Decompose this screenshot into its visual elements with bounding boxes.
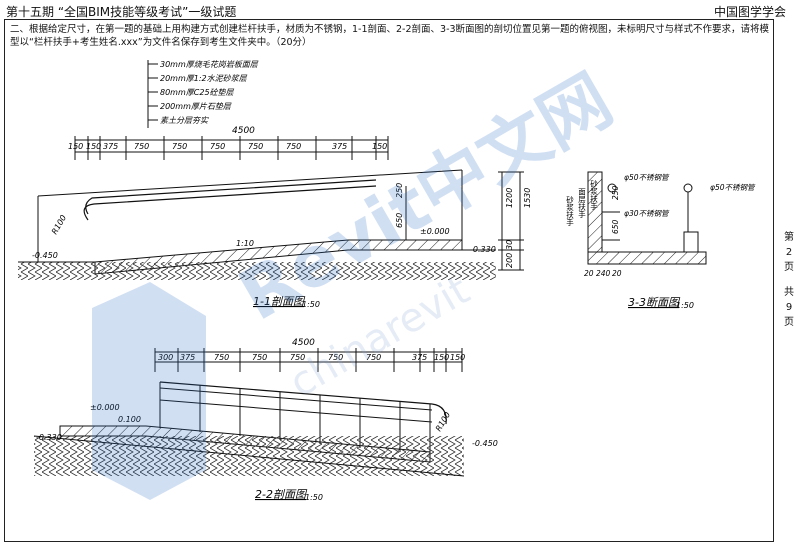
dimension-label: 150 xyxy=(450,353,465,362)
page-header: 第十五期 “全国BIM技能等级考试”一级试题 中国图学学会 xyxy=(0,0,800,22)
material-label: 砂浆扶手 xyxy=(565,195,574,228)
dimension-label: 750 xyxy=(134,142,149,151)
vertical-dimension: 650 xyxy=(395,213,404,228)
material-label: 砂浆扶手 xyxy=(589,179,598,212)
vertical-dimension: 250 xyxy=(611,185,620,200)
radius-label: R100 xyxy=(434,410,452,433)
exam-title: 第十五期 “全国BIM技能等级考试”一级试题 xyxy=(6,5,237,19)
section-1-1: 4500 150 150 375 750 750 750 750 750 375… xyxy=(18,126,532,309)
vertical-dimension: 1530 xyxy=(523,188,532,208)
dimension-label: 750 xyxy=(286,142,301,151)
horizontal-dimension: 240 xyxy=(596,269,611,278)
dimension-label: 750 xyxy=(328,353,343,362)
layer-note: 素土分层夯实 xyxy=(160,116,209,125)
dimension-label: 750 xyxy=(248,142,263,151)
elevation-label: ±0.000 xyxy=(420,227,450,236)
pipe-label: φ50不锈钢管 xyxy=(624,173,670,182)
page-char: 2 xyxy=(785,247,793,258)
page-char: 页 xyxy=(784,317,794,328)
dimension-label: 150 xyxy=(434,353,449,362)
elevation-label: -0.450 xyxy=(32,251,58,260)
dimension-label: 375 xyxy=(332,142,347,151)
section-2-2: 4500 300 375 750 750 750 750 750 375 150… xyxy=(33,338,498,502)
dimension-label: 750 xyxy=(172,142,187,151)
dimension-label: 750 xyxy=(366,353,381,362)
layer-notes: 30mm厚烧毛花岗岩板面层 20mm厚1:2水泥砂浆层 80mm厚C25砼垫层 … xyxy=(147,60,259,128)
page-char: 共 xyxy=(784,287,794,298)
section-scale: 1:50 xyxy=(305,493,323,502)
section-title: 1-1剖面图 xyxy=(253,295,306,308)
page-char: 第 xyxy=(784,232,794,243)
layer-note: 200mm厚片石垫层 xyxy=(160,102,232,111)
total-dimension: 4500 xyxy=(232,126,255,136)
vertical-dimension: 650 xyxy=(611,219,620,234)
slope-label: 1:10 xyxy=(236,239,254,248)
page-char: 页 xyxy=(784,262,794,273)
vertical-dimension: 30 xyxy=(505,240,514,250)
section-scale: 1:50 xyxy=(676,301,694,310)
pipe-label: φ30不锈钢管 xyxy=(624,209,670,218)
vertical-dimension: 200 xyxy=(505,253,514,268)
elevation-label: ±0.000 xyxy=(90,403,120,412)
dimension-label: 375 xyxy=(412,353,427,362)
question-text: 二、根据给定尺寸，在第一题的基础上用构建方式创建栏杆扶手，材质为不锈钢，1-1剖… xyxy=(10,24,770,48)
elevation-label: -0.450 xyxy=(472,439,498,448)
radius-label: R100 xyxy=(50,213,68,236)
material-label: 面层扶手 xyxy=(577,188,586,220)
section-3-3: φ50不锈钢管 φ50不锈钢管 φ30不锈钢管 砂浆扶手 面层扶手 砂浆扶手 2… xyxy=(565,171,756,310)
organization-name: 中国图学学会 xyxy=(713,5,786,19)
dimension-label: 150 xyxy=(372,142,387,151)
section-title: 2-2剖面图 xyxy=(255,488,308,501)
dimension-label: 750 xyxy=(210,142,225,151)
layer-note: 80mm厚C25砼垫层 xyxy=(160,88,235,97)
dimension-label: 750 xyxy=(214,353,229,362)
vertical-dimension: 250 xyxy=(395,183,404,198)
page-info: 第 2 页 共 9 页 xyxy=(782,230,796,330)
dimension-label: 375 xyxy=(103,142,118,151)
elevation-label: -0.330 xyxy=(470,245,496,254)
dimension-label: 300 xyxy=(158,353,173,362)
layer-note: 20mm厚1:2水泥砂浆层 xyxy=(160,74,248,83)
horizontal-dimension: 20 xyxy=(584,269,594,278)
drawing-frame xyxy=(4,19,774,542)
horizontal-dimension: 20 xyxy=(612,269,622,278)
total-dimension: 4500 xyxy=(292,338,315,348)
layer-note: 30mm厚烧毛花岗岩板面层 xyxy=(160,60,259,69)
pipe-label: φ50不锈钢管 xyxy=(710,183,756,192)
section-title: 3-3断面图 xyxy=(628,296,681,309)
dimension-label: 375 xyxy=(180,353,195,362)
vertical-dimension: 1200 xyxy=(505,188,514,208)
dimension-label: 150 xyxy=(68,142,83,151)
elevation-label: 0.100 xyxy=(118,415,141,424)
page-char: 9 xyxy=(785,302,793,313)
dimension-label: 150 xyxy=(86,142,101,151)
dimension-label: 750 xyxy=(290,353,305,362)
dimension-label: 750 xyxy=(252,353,267,362)
section-scale: 1:50 xyxy=(302,300,320,309)
elevation-label: -0.330 xyxy=(36,433,62,442)
